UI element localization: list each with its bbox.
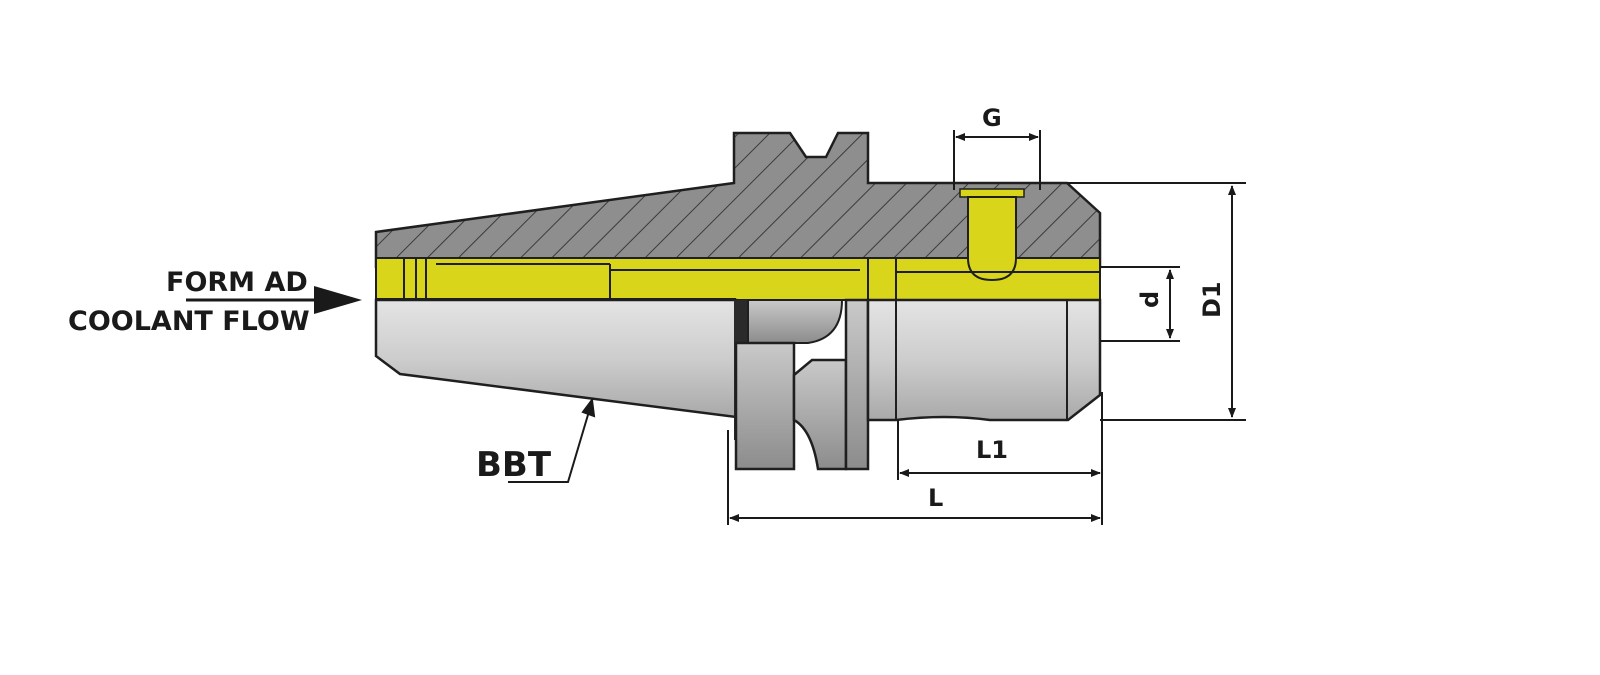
extension-lines [727,130,1246,525]
dim-L-label: L [928,484,943,512]
coolant-label-line1: FORM AD [166,267,308,298]
coolant-label-line2: COOLANT FLOW [68,306,310,337]
dim-L1-label: L1 [976,436,1008,464]
dim-D1-label: D1 [1198,281,1226,318]
taper-leader [508,397,596,483]
taper-shank [374,298,738,419]
body-lower [866,298,1102,422]
taper-label: BBT [476,445,552,485]
coolant-flow-arrow [186,286,362,314]
dim-G-label: G [982,104,1002,132]
flange-lower [734,298,870,471]
dim-d-label: d [1136,291,1164,308]
